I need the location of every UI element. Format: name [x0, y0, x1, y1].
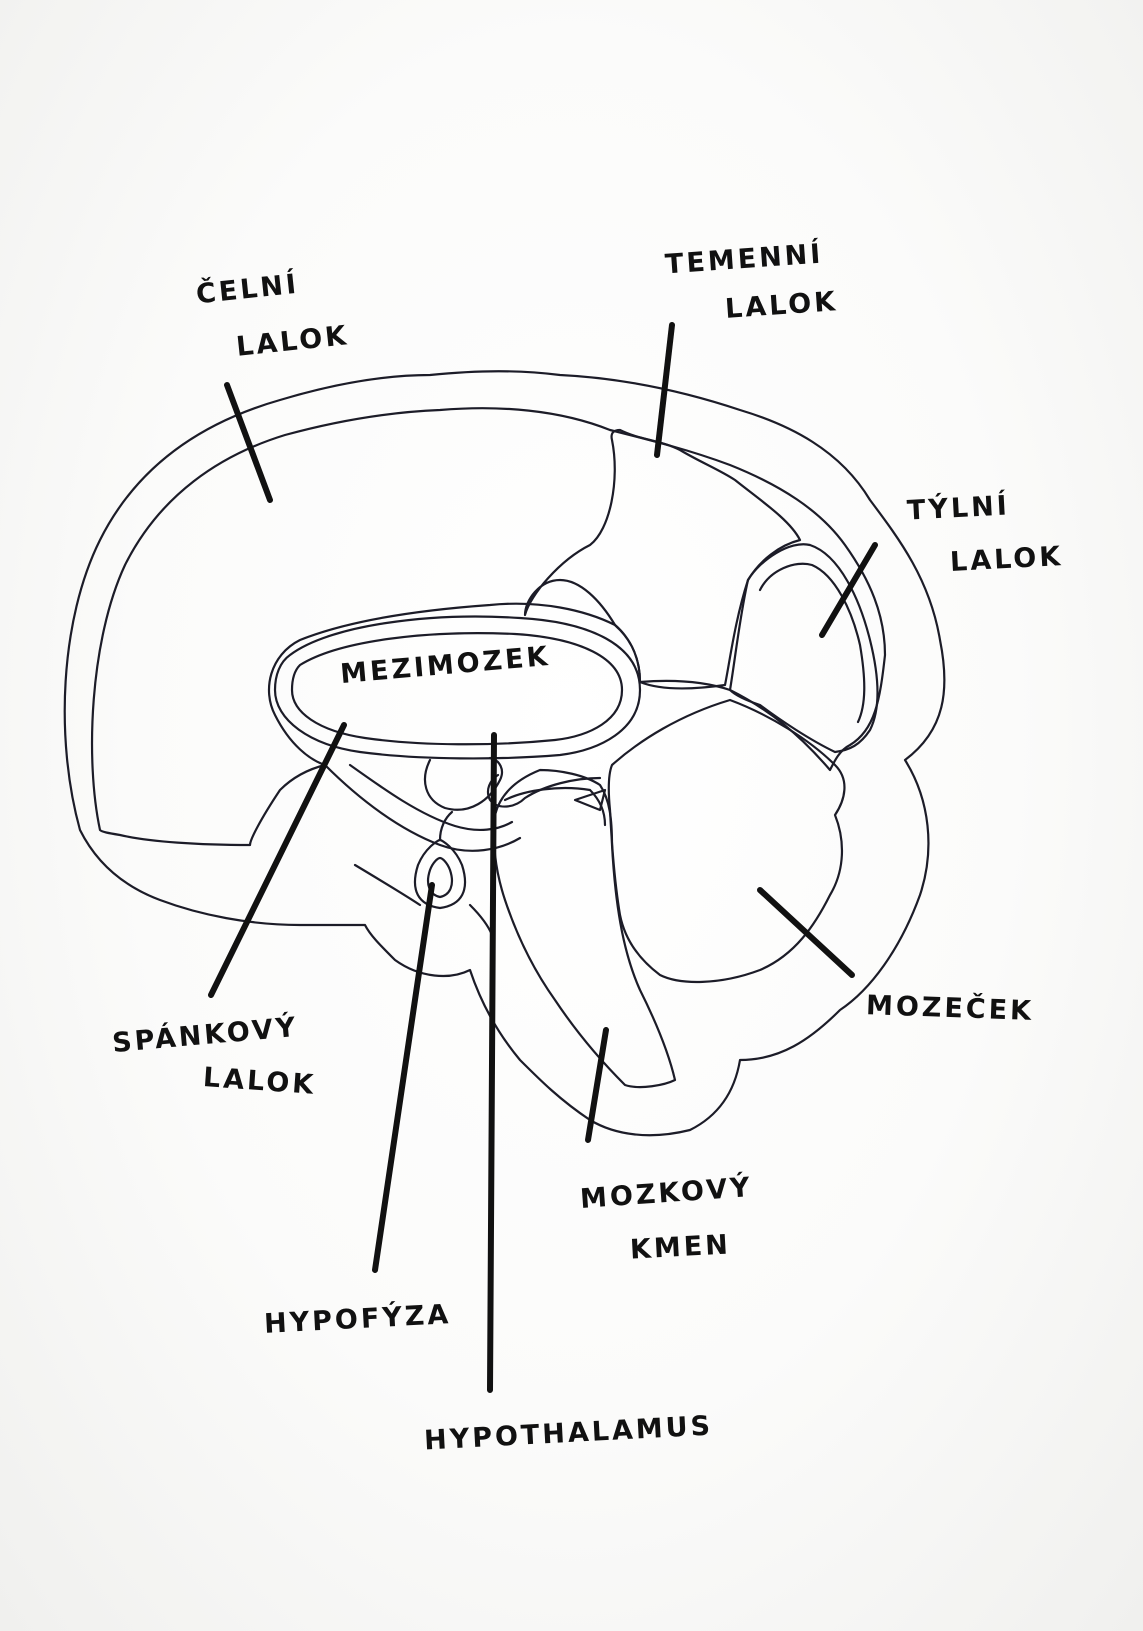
label-mozkovy-kmen-line2: KMEN: [629, 1231, 731, 1263]
leader-spankovy-lalok: [211, 725, 344, 995]
label-tylni-lalok-line1: TÝLNÍ: [906, 492, 1010, 524]
leader-hypofyza: [375, 885, 432, 1270]
cerebrum-inner-outline: [92, 408, 885, 845]
mezimozek-outer-ring: [275, 617, 640, 759]
fourth-ventricle: [575, 790, 605, 810]
label-temenni-lalok-line2: LALOK: [724, 288, 839, 323]
label-tylni-lalok-line2: LALOK: [949, 543, 1063, 576]
label-mozecek: MOZEČEK: [866, 992, 1035, 1025]
label-spankovy-lalok-line2: LALOK: [202, 1064, 317, 1099]
brainstem-outline: [494, 770, 675, 1087]
cerebellum-outline: [609, 700, 845, 982]
pituitary-stalk: [440, 812, 452, 840]
parietal-partition: [525, 430, 800, 688]
leader-hypothalamus: [490, 735, 494, 1390]
midbrain-curl: [488, 775, 600, 807]
